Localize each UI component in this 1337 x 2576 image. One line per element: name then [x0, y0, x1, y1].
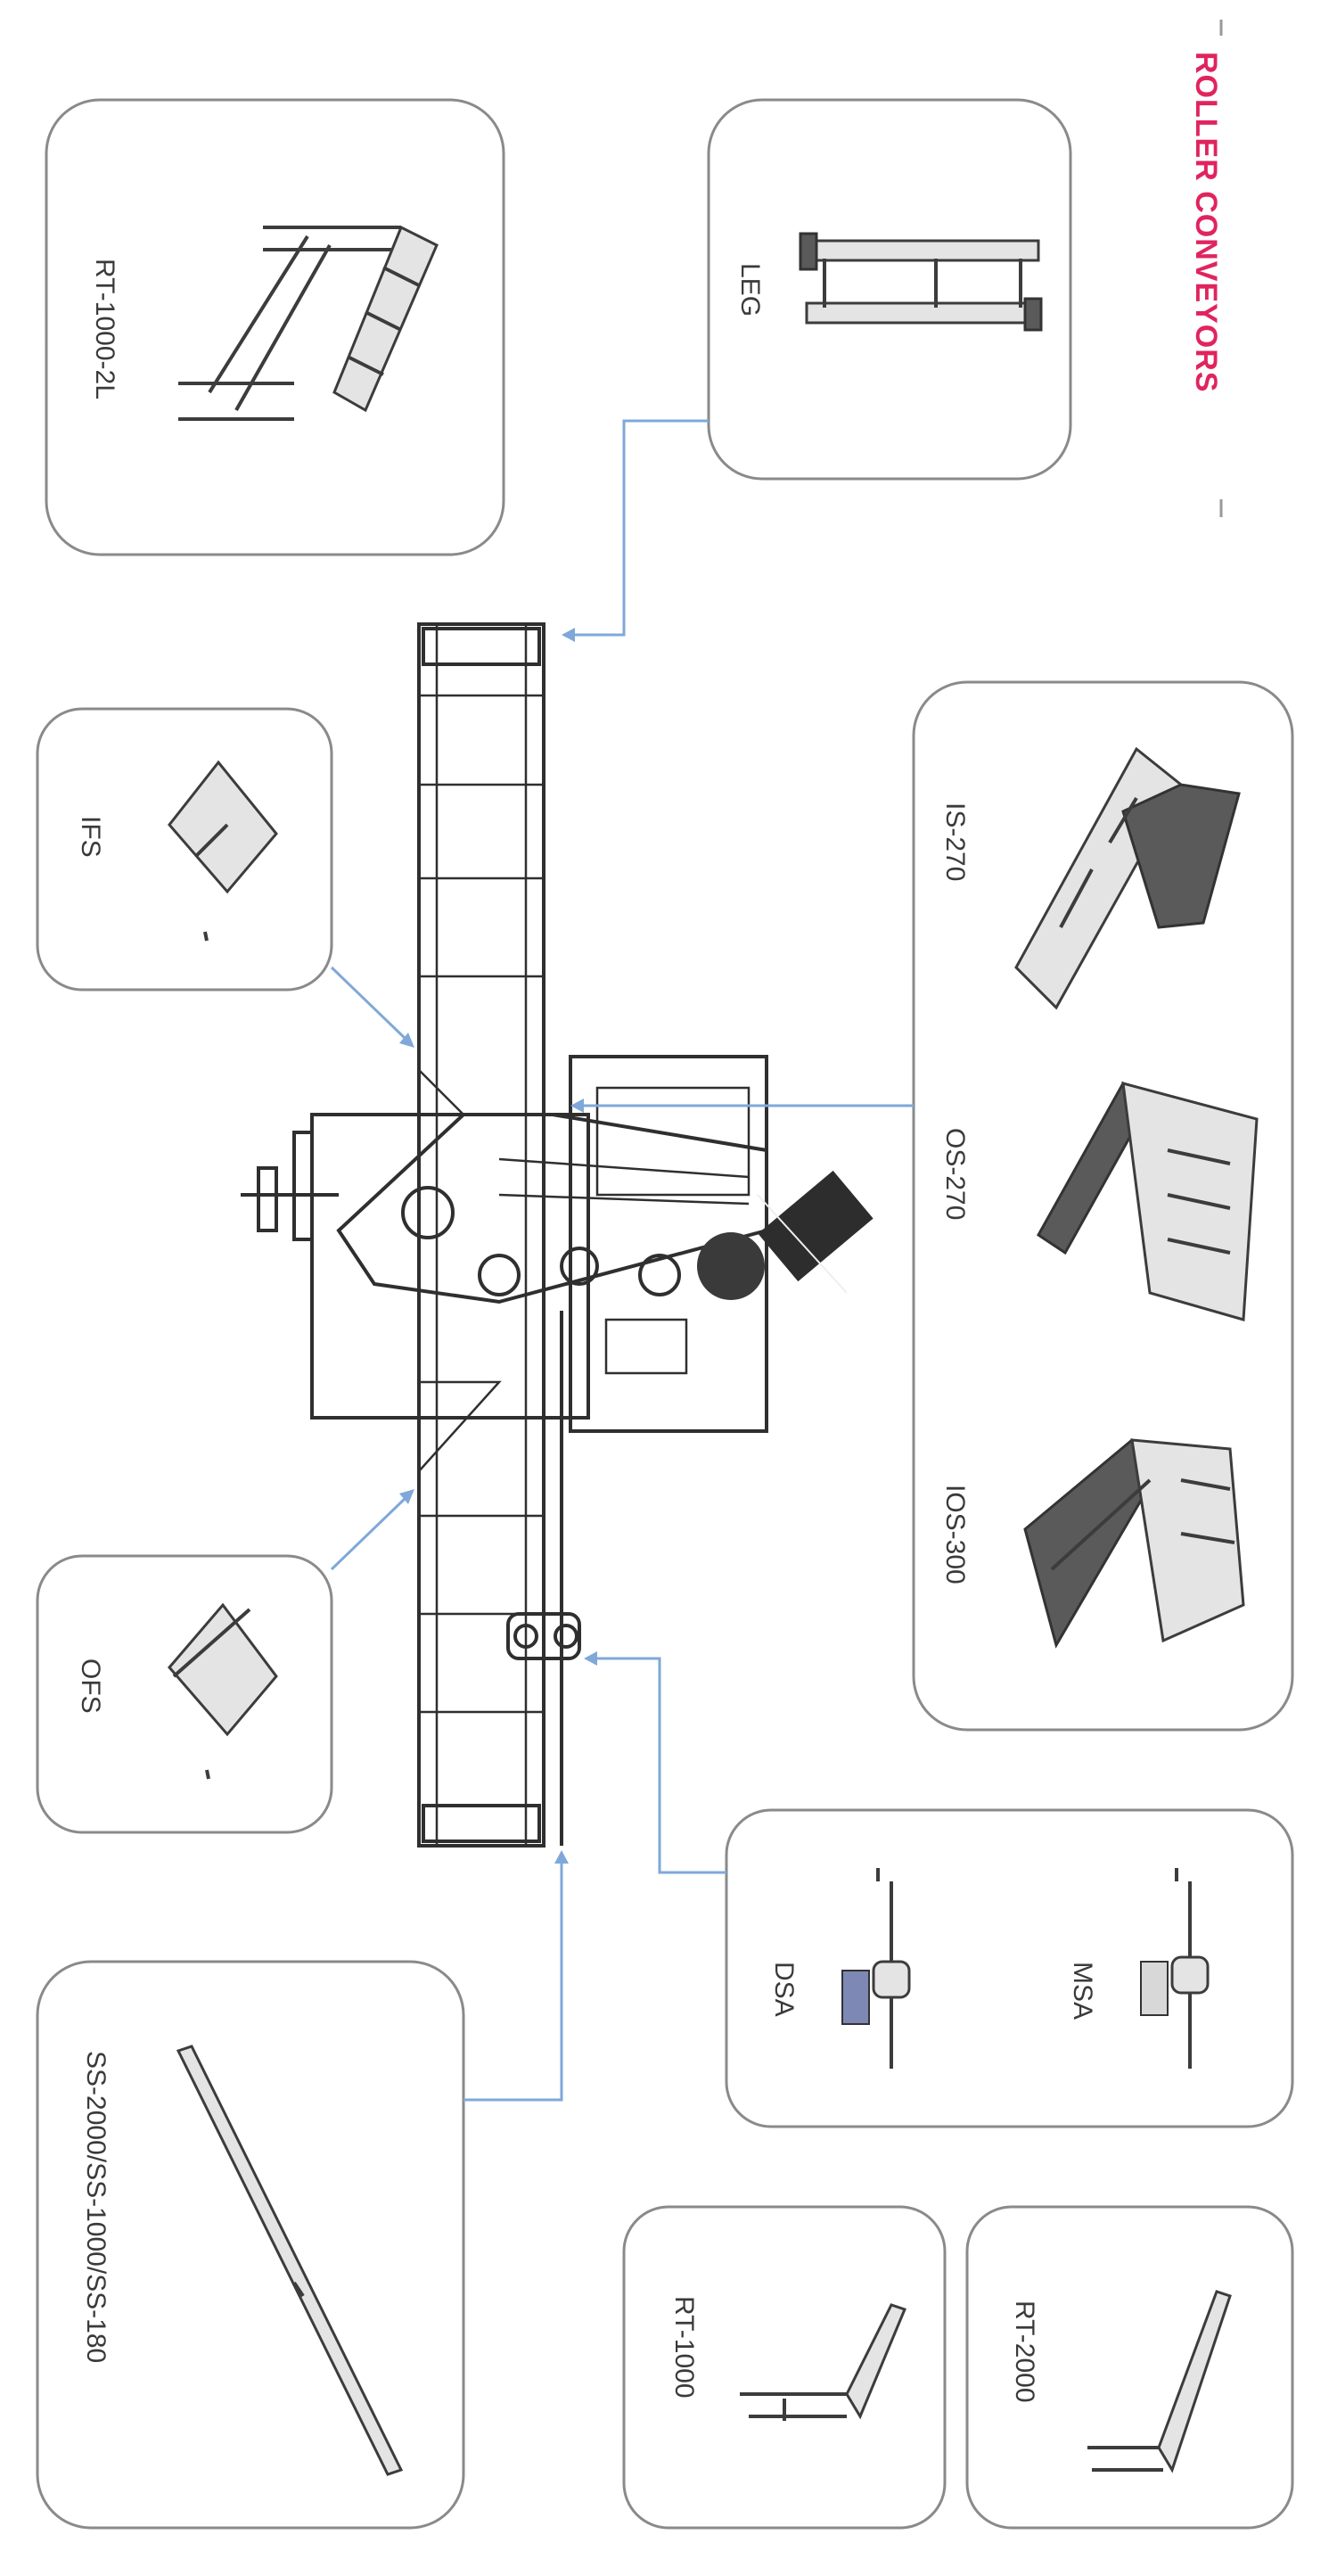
ss-rail-icon — [176, 2045, 404, 2476]
ifs-label: IFS — [76, 816, 105, 858]
ss-rails-label: SS-2000/SS-1000/SS-180 — [81, 2051, 111, 2363]
os-270-label: OS-270 — [940, 1128, 970, 1220]
motor — [697, 1170, 874, 1300]
msa-label: MSA — [1068, 1962, 1097, 2020]
connector-ofs — [330, 1496, 407, 1571]
ios-300-icon — [1023, 1438, 1245, 1649]
part-box-frame — [45, 98, 505, 556]
msa-icon — [1140, 1868, 1210, 2069]
dsa-label: DSA — [769, 1962, 799, 2017]
saw-arm — [336, 1113, 768, 1304]
rt-2000-label: RT-2000 — [1010, 2300, 1039, 2403]
part-box-rt-2000: RT-2000 — [965, 2205, 1294, 2530]
part-box-frame — [622, 2205, 947, 2530]
part-box-frame — [965, 2205, 1294, 2530]
connector-stops — [593, 1657, 726, 1874]
connector-leg — [570, 419, 709, 637]
part-box-frame — [36, 1554, 333, 1834]
ofs-icon — [168, 1602, 278, 1780]
connectors — [330, 419, 914, 2102]
rt-1000-label: RT-1000 — [669, 2296, 699, 2399]
part-box-leg: LEG — [707, 98, 1072, 481]
is-270-label: IS-270 — [940, 802, 970, 881]
part-box-frame — [725, 1808, 1294, 2128]
part-box-rt-1000-2l: RT-1000-2L — [45, 98, 505, 556]
rt-2000-icon — [1087, 2290, 1232, 2473]
os-270-icon — [1037, 1081, 1259, 1321]
part-box-rt-1000: RT-1000 — [622, 2205, 947, 2530]
connector-ss-rails — [463, 1859, 563, 2102]
conveyor-end-top — [422, 627, 541, 666]
rt-1000-2l-label: RT-1000-2L — [90, 259, 119, 399]
saw-base — [310, 1113, 590, 1420]
ofs-label: OFS — [76, 1658, 105, 1714]
is-270-icon — [1014, 746, 1241, 1010]
rt-1000-icon — [740, 2303, 907, 2421]
rt-1000-2l-icon — [178, 225, 439, 421]
connector-ifs — [330, 966, 407, 1041]
dsa-icon — [841, 1868, 911, 2069]
page-title: ROLLER CONVEYORS — [1189, 52, 1223, 392]
ios-300-label: IOS-300 — [940, 1485, 970, 1584]
part-box-ofs: OFS — [36, 1554, 333, 1834]
conveyor-end-bottom — [422, 1804, 541, 1843]
part-box-frame — [36, 707, 333, 992]
part-box-side-supports: IS-270 OS-270 IOS-300 — [912, 680, 1294, 1732]
stop-assembly — [506, 1612, 581, 1660]
part-box-frame — [707, 98, 1072, 481]
title-group: ROLLER CONVEYORS — [1189, 20, 1223, 517]
ifs-icon — [168, 760, 278, 942]
part-box-stops: DSA MSA — [725, 1808, 1294, 2128]
part-box-ss-rails: SS-2000/SS-1000/SS-180 — [36, 1960, 465, 2530]
part-box-ifs: IFS — [36, 707, 333, 992]
leg-icon — [799, 232, 1043, 332]
roller-conveyor-assembly — [241, 622, 874, 1848]
leg-label: LEG — [735, 263, 765, 317]
vise-handle — [241, 1131, 339, 1241]
